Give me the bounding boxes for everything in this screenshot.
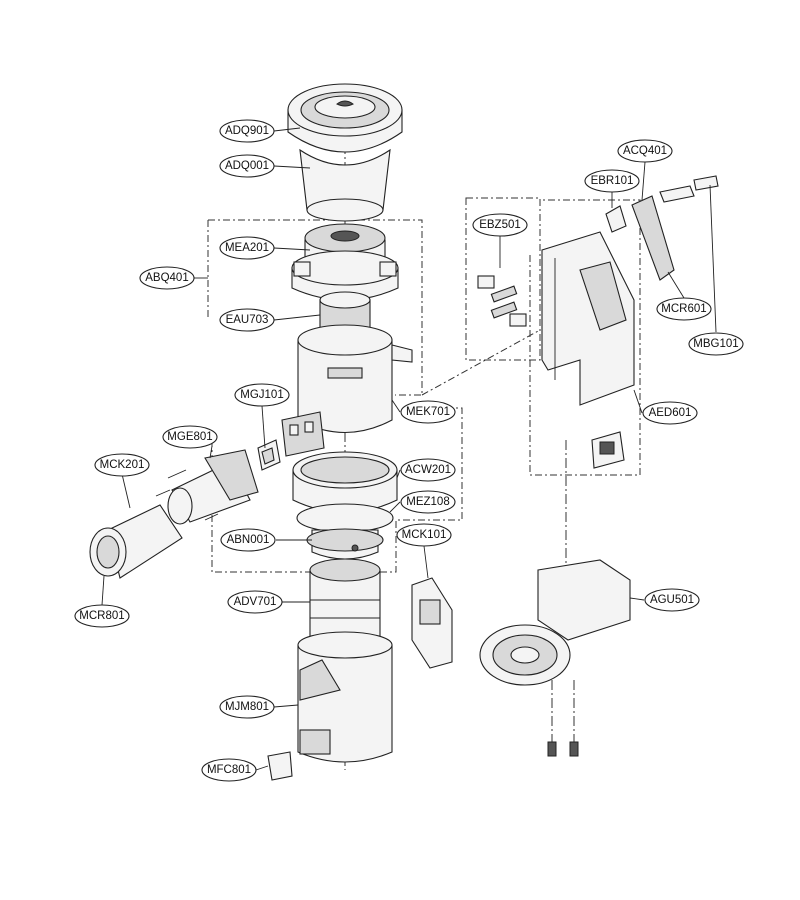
aed601-group-box: [529, 199, 641, 476]
label-mek701: MEK701: [400, 400, 456, 424]
label-mea201: MEA201: [219, 236, 275, 260]
label-mbg101: MBG101: [688, 332, 744, 356]
label-mbg101-text: MBG101: [693, 338, 738, 350]
label-adq001-text: ADQ001: [225, 160, 269, 172]
latch-cover-part: [267, 751, 293, 781]
label-mgj101-text: MGJ101: [240, 389, 283, 401]
label-ebr101: EBR101: [584, 169, 640, 193]
label-mgj101: MGJ101: [234, 383, 290, 407]
label-mfc801-text: MFC801: [207, 764, 251, 776]
leader-lines: [101, 127, 717, 771]
label-mck101-text: MCK101: [402, 529, 447, 541]
label-agu501: AGU501: [644, 588, 700, 612]
handle-cover-part: [659, 175, 719, 203]
switch-set-part: [477, 275, 527, 327]
label-acw201-text: ACW201: [405, 464, 451, 476]
inlet-funnel-part: [89, 504, 183, 579]
handle-housing-part: [541, 231, 635, 469]
label-adq001: ADQ001: [219, 154, 275, 178]
label-abn001: ABN001: [220, 528, 276, 552]
label-adv701-text: ADV701: [234, 596, 277, 608]
label-mfc801: MFC801: [201, 758, 257, 782]
handle-grip-part: [631, 195, 675, 281]
filter-cap-part: [287, 83, 403, 153]
label-eau703-text: EAU703: [226, 314, 269, 326]
label-agu501-text: AGU501: [650, 594, 694, 606]
label-mjm801: MJM801: [219, 695, 275, 719]
label-mck201: MCK201: [94, 453, 150, 477]
label-abq401-text: ABQ401: [145, 272, 188, 284]
label-abn001-text: ABN001: [227, 534, 270, 546]
label-ebz501-text: EBZ501: [479, 219, 521, 231]
label-mck101: MCK101: [396, 523, 452, 547]
connector-dash: [421, 329, 541, 396]
label-adq901-text: ADQ901: [225, 125, 269, 137]
label-acq401: ACQ401: [617, 139, 673, 163]
label-mek701-text: MEK701: [406, 406, 450, 418]
label-mge801: MGE801: [162, 425, 218, 449]
label-mez108: MEZ108: [400, 490, 456, 514]
filter-mesh-part: [296, 503, 394, 560]
label-mcr601-text: MCR601: [661, 303, 706, 315]
abq401-group-box: [207, 219, 423, 396]
label-mge801-text: MGE801: [167, 431, 212, 443]
label-aed601: AED601: [642, 401, 698, 425]
ebz501-group-box: [465, 197, 541, 361]
gasket-part: [257, 439, 281, 471]
label-mck201-text: MCK201: [100, 459, 145, 471]
cyclone-body-part: [297, 324, 413, 433]
label-mjm801-text: MJM801: [225, 701, 269, 713]
label-ebr101-text: EBR101: [591, 175, 634, 187]
cyclone-ring-part: [292, 451, 398, 513]
label-adq901: ADQ901: [219, 119, 275, 143]
filter-body-part: [299, 148, 391, 222]
label-mcr801: MCR801: [74, 604, 130, 628]
abn001-group-box: [211, 407, 463, 573]
label-mea201-text: MEA201: [225, 242, 269, 254]
label-eau703: EAU703: [219, 308, 275, 332]
label-abq401: ABQ401: [139, 266, 195, 290]
dust-bin-part: [297, 631, 393, 763]
trigger-part: [605, 205, 627, 233]
charging-base-part: [479, 559, 631, 757]
label-aed601-text: AED601: [649, 407, 692, 419]
pcb-bracket-part: [411, 577, 453, 669]
label-acw201: ACW201: [400, 458, 456, 482]
label-acq401-text: ACQ401: [623, 145, 667, 157]
label-mez108-text: MEZ108: [406, 496, 449, 508]
latch-part: [281, 411, 325, 457]
motor-cover-part: [291, 223, 399, 301]
label-adv701: ADV701: [227, 590, 283, 614]
label-mcr801-text: MCR801: [79, 610, 124, 622]
inlet-nozzle-part: [155, 449, 259, 525]
label-ebz501: EBZ501: [472, 213, 528, 237]
label-mcr601: MCR601: [656, 297, 712, 321]
